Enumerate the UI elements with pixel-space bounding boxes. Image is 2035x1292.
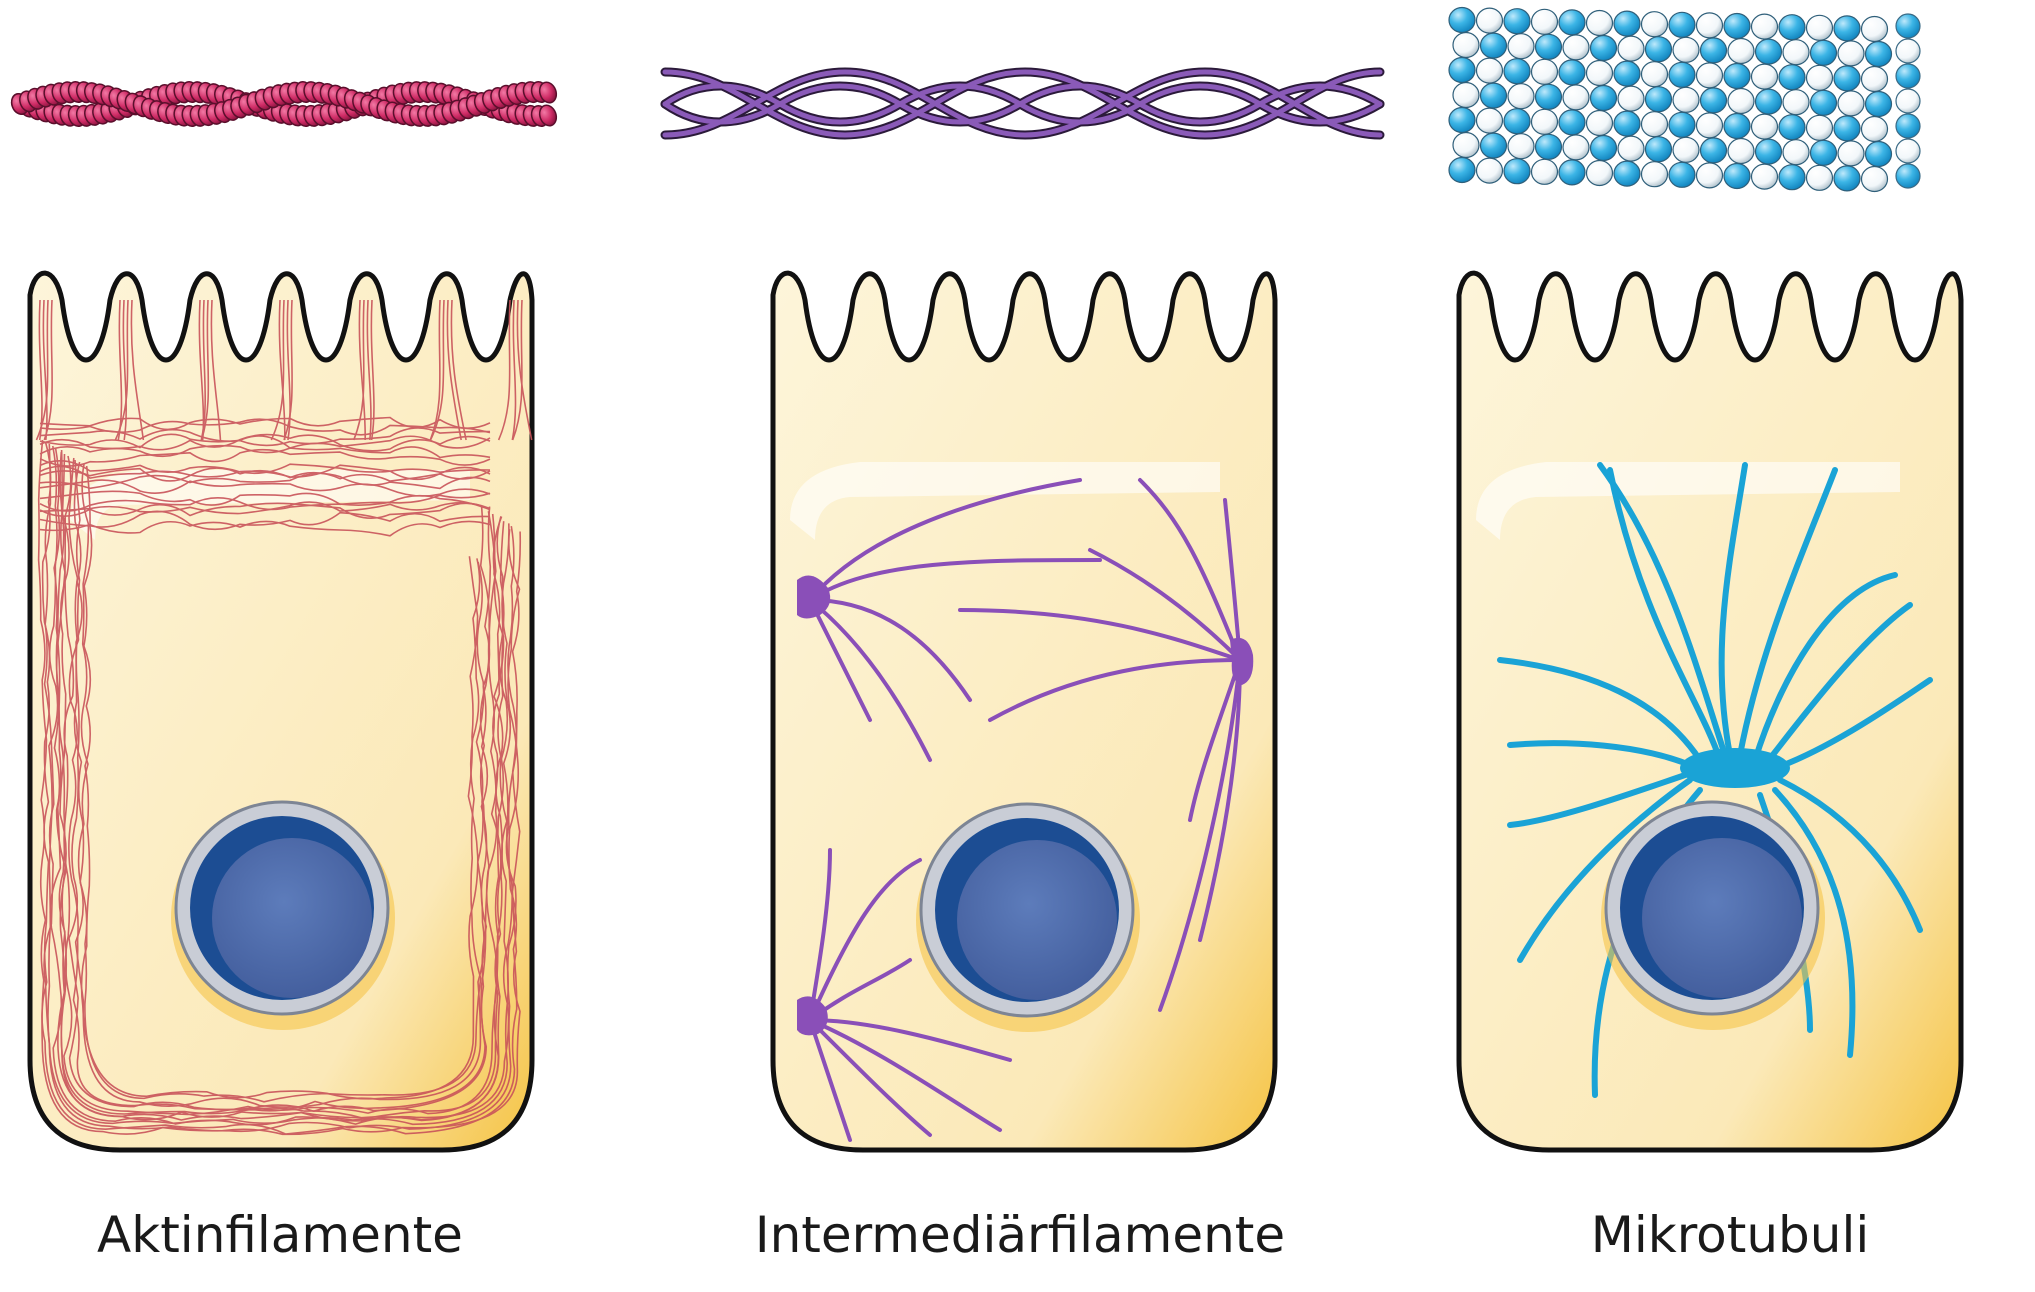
nucleus	[171, 800, 395, 1030]
centrosome	[1680, 748, 1790, 788]
intermediate-filament-icon	[660, 67, 1385, 140]
actin-cell	[27, 270, 535, 1153]
nucleus	[1601, 800, 1825, 1030]
nucleus	[916, 802, 1140, 1032]
microtubule-icon	[1448, 6, 1921, 193]
intermediate-filament-cell	[770, 270, 1278, 1153]
microtubule-cell	[1456, 270, 1964, 1153]
label-intermediate-filaments: Intermediärfilamente	[754, 1206, 1286, 1264]
label-actin-filaments: Aktinfilamente	[97, 1206, 463, 1264]
label-microtubules: Mikrotubuli	[1590, 1206, 1870, 1264]
desmosome-plaques	[797, 575, 1254, 1036]
actin-filament-icon	[10, 81, 558, 127]
